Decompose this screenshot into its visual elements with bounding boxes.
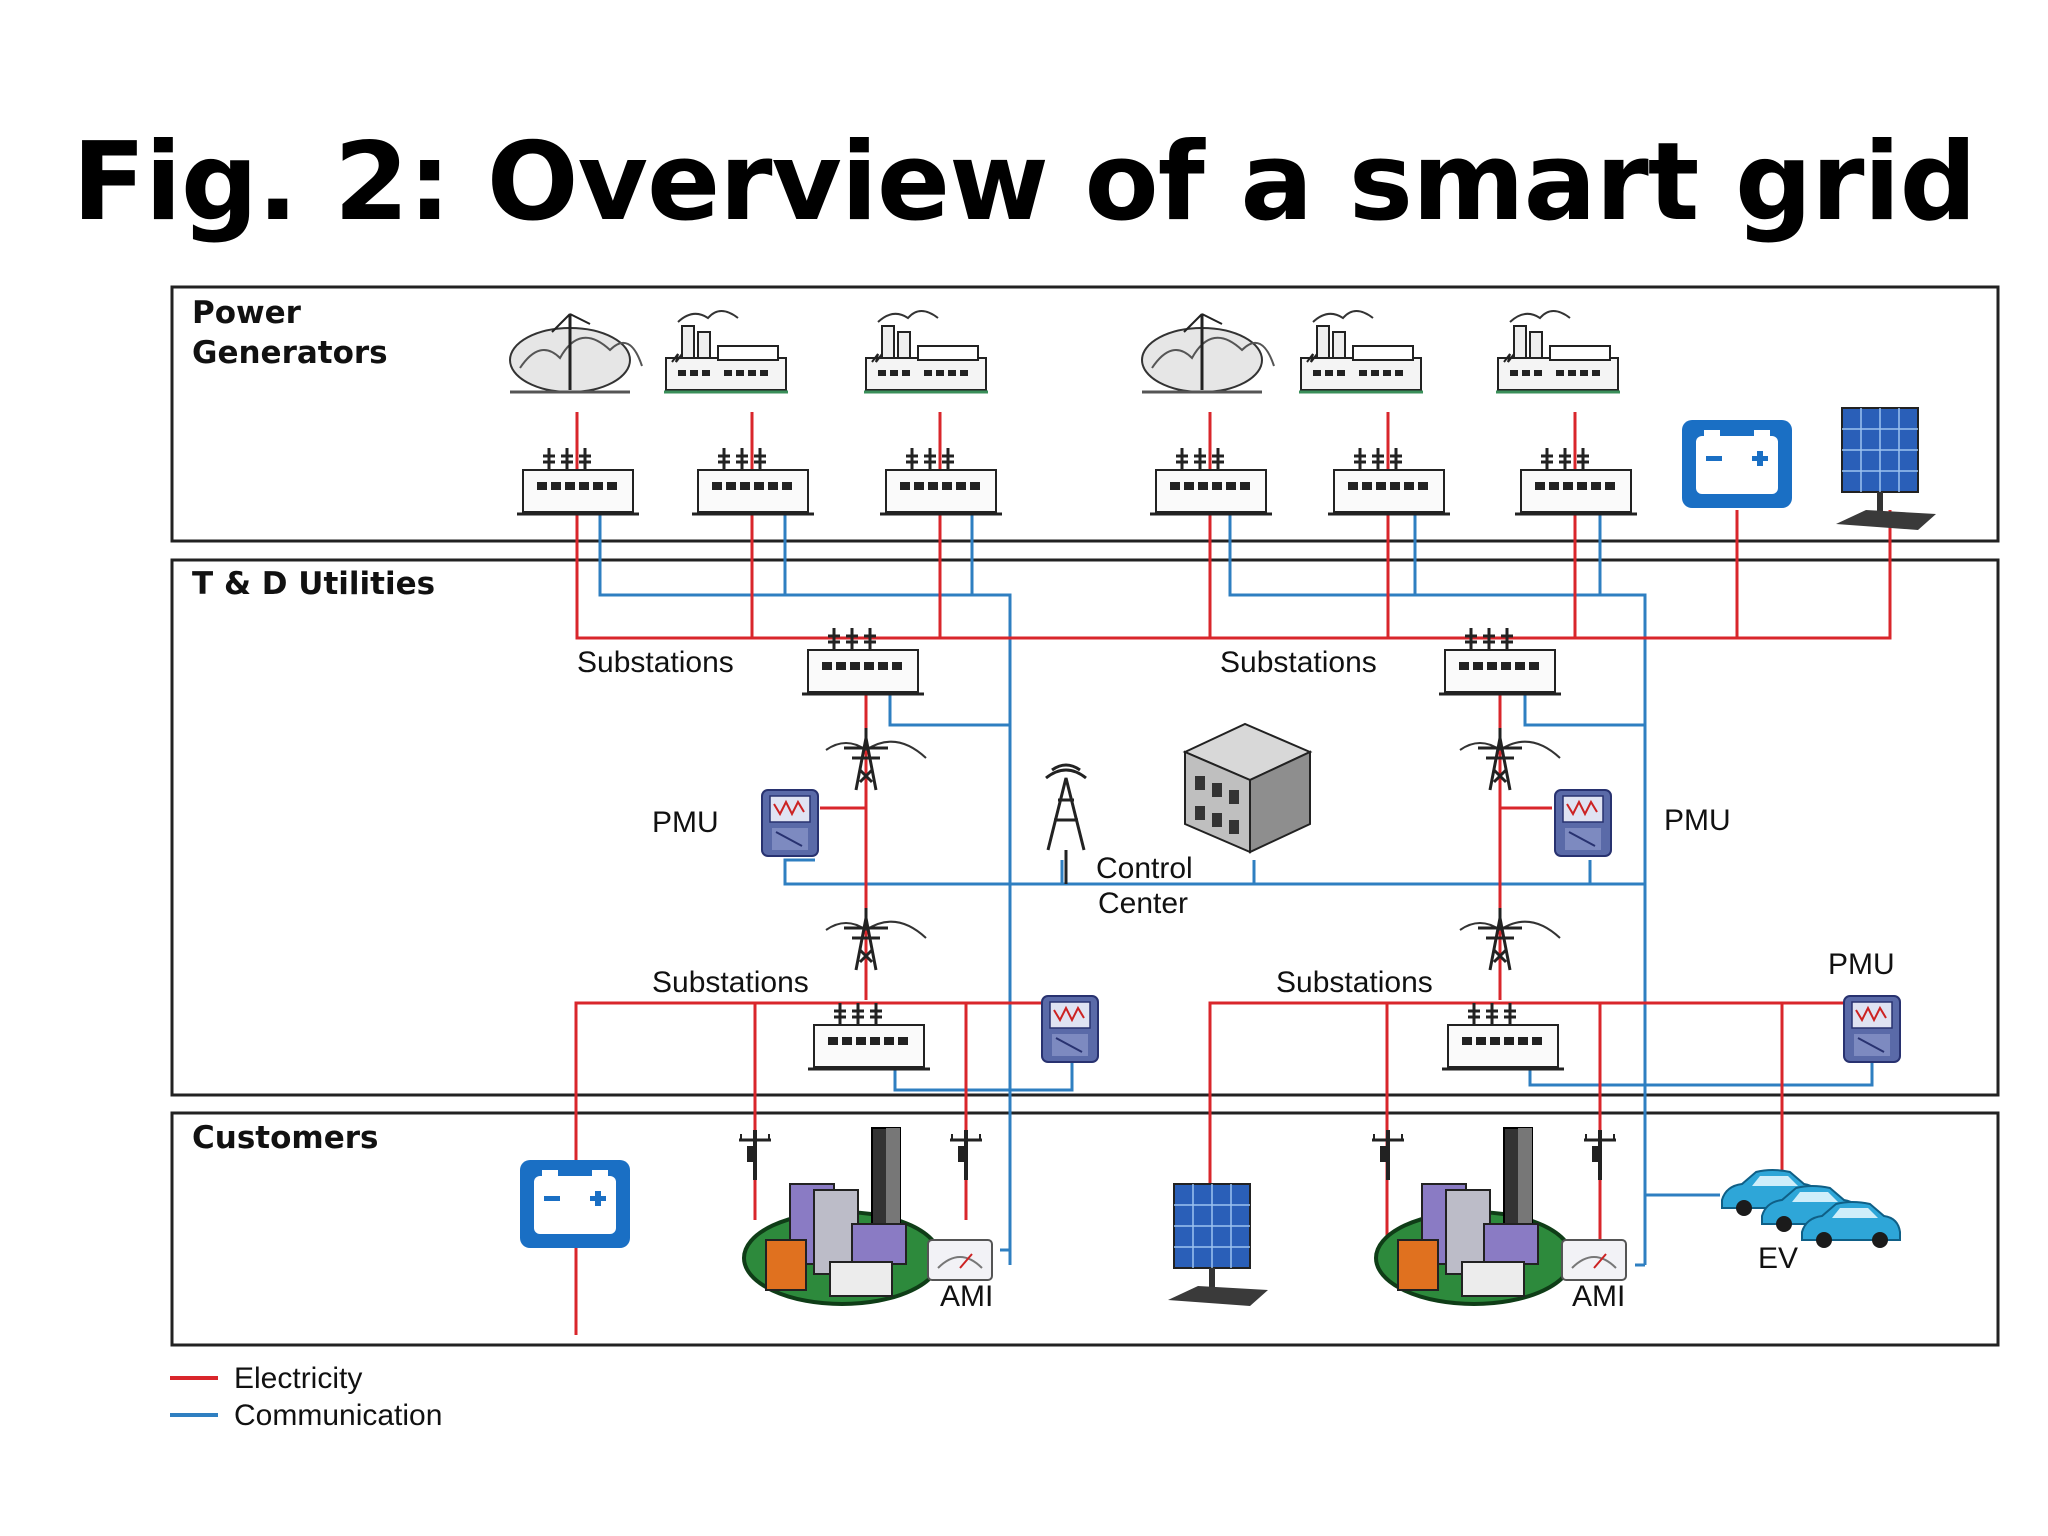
section-frame-generators bbox=[170, 285, 2000, 543]
pole-transformer-icon bbox=[737, 1128, 773, 1182]
power-plant-icon bbox=[662, 309, 790, 394]
substation-icon bbox=[1440, 1001, 1566, 1071]
legend-communication-label: Communication bbox=[234, 1399, 442, 1432]
wind-farm-icon bbox=[508, 312, 644, 394]
battery-storage-icon bbox=[520, 1160, 630, 1248]
ev-label: EV bbox=[1758, 1242, 1798, 1275]
section-label-generators-line1: Power bbox=[192, 295, 302, 331]
radio-antenna-icon bbox=[1045, 763, 1087, 884]
control-center-building-icon bbox=[1182, 722, 1313, 854]
solar-panel-icon bbox=[1836, 408, 1936, 530]
pole-transformer-icon bbox=[1370, 1128, 1406, 1182]
power-plant-icon bbox=[862, 309, 990, 394]
substations-label: Substations bbox=[577, 646, 734, 679]
section-label-generators-line2: Generators bbox=[192, 335, 388, 371]
legend-electricity-label: Electricity bbox=[234, 1362, 362, 1395]
transmission-tower-icon bbox=[824, 906, 928, 972]
communication-lines bbox=[598, 510, 1874, 1267]
battery-storage-icon bbox=[1682, 420, 1792, 508]
slide-title: Fig. 2: Overview of a smart grid bbox=[72, 120, 1977, 245]
section-label-utilities: T & D Utilities bbox=[192, 566, 435, 602]
substations-label: Substations bbox=[1220, 646, 1377, 679]
ami-label: AMI bbox=[1572, 1280, 1625, 1313]
pmu-device-icon bbox=[1843, 995, 1901, 1063]
ami-meter-icon bbox=[927, 1239, 993, 1281]
ami-meter-icon bbox=[1561, 1239, 1627, 1281]
buildings-icon bbox=[742, 1126, 942, 1306]
pole-transformer-icon bbox=[1582, 1128, 1618, 1182]
pmu-device-icon bbox=[1554, 789, 1612, 857]
substations-label: Substations bbox=[1276, 966, 1433, 999]
wind-farm-icon bbox=[1140, 312, 1276, 394]
substations-label: Substations bbox=[652, 966, 809, 999]
power-plant-icon bbox=[1297, 309, 1425, 394]
transmission-tower-icon bbox=[824, 726, 928, 792]
pmu-label: PMU bbox=[652, 806, 719, 839]
pmu-device-icon bbox=[1041, 995, 1099, 1063]
power-plant-icon bbox=[1494, 309, 1622, 394]
section-label-customers: Customers bbox=[192, 1120, 378, 1156]
pole-transformer-icon bbox=[948, 1128, 984, 1182]
pmu-device-icon bbox=[761, 789, 819, 857]
control-center-label-line2: Center bbox=[1098, 887, 1188, 920]
substation-icon bbox=[806, 1001, 932, 1071]
electricity-lines bbox=[574, 412, 1892, 1335]
buildings-icon bbox=[1374, 1126, 1574, 1306]
ami-label: AMI bbox=[940, 1280, 993, 1313]
control-center-label-line1: Control bbox=[1096, 852, 1193, 885]
pmu-label: PMU bbox=[1828, 948, 1895, 981]
solar-panel-icon bbox=[1168, 1184, 1268, 1306]
transmission-tower-icon bbox=[1458, 906, 1562, 972]
pmu-label: PMU bbox=[1664, 804, 1731, 837]
section-frame-customers bbox=[170, 1111, 2000, 1347]
section-frame-utilities bbox=[170, 558, 2000, 1097]
transmission-tower-icon bbox=[1458, 726, 1562, 792]
